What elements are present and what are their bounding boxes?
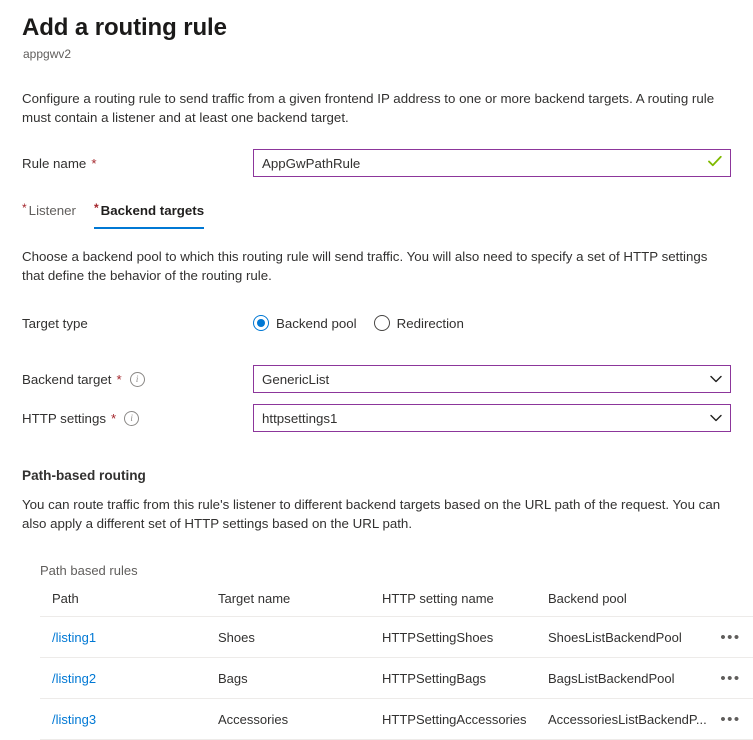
page-title: Add a routing rule — [22, 14, 227, 41]
cell-http-setting-name: HTTPSettingShoes — [382, 616, 548, 658]
http-settings-select-wrap: httpsettings1 — [253, 404, 731, 432]
cell-path: /listing2 — [40, 657, 218, 699]
target-type-radio-group: Backend pool Redirection — [253, 315, 464, 331]
radio-backend-pool-mark — [253, 315, 269, 331]
http-settings-label-text: HTTP settings — [22, 410, 106, 426]
rule-name-input[interactable] — [253, 149, 731, 177]
add-routing-rule-pane: Add a routing rule appgwv2 Configure a r… — [0, 0, 753, 697]
path-based-routing-heading: Path-based routing — [22, 468, 146, 483]
http-settings-row: HTTP settings * i httpsettings1 — [22, 402, 731, 434]
path-link[interactable]: /listing1 — [52, 630, 97, 645]
http-settings-label: HTTP settings * i — [22, 410, 253, 427]
rule-name-field-wrap — [253, 149, 731, 177]
column-header-actions — [708, 591, 753, 617]
backend-targets-description: Choose a backend pool to which this rout… — [22, 249, 708, 283]
more-options-icon[interactable]: ••• — [720, 670, 741, 687]
rule-name-row: Rule name * — [22, 147, 731, 179]
info-icon[interactable]: i — [129, 371, 145, 387]
table-row: /listing1 Shoes HTTPSettingShoes ShoesLi… — [40, 616, 753, 658]
tab-listener-label: Listener — [28, 203, 76, 218]
path-based-routing-description: You can route traffic from this rule's l… — [22, 497, 721, 531]
required-asterisk: * — [91, 156, 97, 172]
http-settings-value: httpsettings1 — [262, 410, 338, 426]
cell-actions: ••• — [708, 657, 753, 699]
tab-backend-targets[interactable]: * Backend targets — [93, 201, 205, 229]
required-asterisk: * — [116, 372, 122, 388]
cell-backend-pool: AccessoriesListBackendP... — [548, 698, 708, 740]
target-type-row: Target type Backend pool Redirection — [22, 307, 731, 339]
radio-backend-pool-label: Backend pool — [276, 315, 357, 331]
cell-target-name: Bags — [218, 657, 382, 699]
more-options-icon[interactable]: ••• — [720, 629, 741, 646]
cell-http-setting-name: HTTPSettingAccessories — [382, 698, 548, 740]
tab-backend-targets-label: Backend targets — [100, 203, 205, 218]
backend-target-label-text: Backend target — [22, 371, 112, 387]
more-options-icon[interactable]: ••• — [720, 711, 741, 728]
radio-redirection[interactable]: Redirection — [373, 315, 464, 331]
page-subtitle: appgwv2 — [23, 47, 72, 61]
required-asterisk: * — [111, 411, 117, 427]
path-based-rules-caption: Path based rules — [40, 563, 138, 578]
backend-target-select-wrap: GenericList — [253, 365, 731, 393]
radio-backend-pool[interactable]: Backend pool — [253, 315, 357, 331]
tab-listener[interactable]: * Listener — [22, 202, 76, 229]
column-header-target-name: Target name — [218, 591, 382, 617]
backend-target-row: Backend target * i GenericList — [22, 363, 731, 395]
tab-strip: * Listener * Backend targets — [22, 199, 731, 229]
info-icon[interactable]: i — [124, 410, 140, 426]
cell-actions: ••• — [708, 698, 753, 740]
cell-http-setting-name: HTTPSettingBags — [382, 657, 548, 699]
path-based-rules-table: Path Target name HTTP setting name Backe… — [40, 591, 753, 740]
backend-target-label: Backend target * i — [22, 371, 253, 388]
tab-backend-targets-asterisk: * — [93, 201, 99, 215]
radio-redirection-mark — [373, 315, 390, 331]
column-header-backend-pool: Backend pool — [548, 591, 708, 617]
path-link[interactable]: /listing2 — [52, 671, 97, 686]
table-header-row: Path Target name HTTP setting name Backe… — [40, 591, 753, 617]
cell-backend-pool: ShoesListBackendPool — [548, 616, 708, 658]
backend-target-value: GenericList — [262, 371, 330, 387]
column-header-path: Path — [40, 591, 218, 617]
radio-redirection-label: Redirection — [396, 315, 464, 331]
cell-path: /listing1 — [40, 616, 218, 658]
table-header: Path Target name HTTP setting name Backe… — [40, 591, 753, 617]
http-settings-select[interactable]: httpsettings1 — [253, 404, 731, 432]
tab-listener-asterisk: * — [22, 201, 27, 215]
target-type-label-text: Target type — [22, 315, 88, 331]
table-row: /listing2 Bags HTTPSettingBags BagsListB… — [40, 657, 753, 699]
path-based-rules-block: Path based rules Path Target name HTTP s… — [40, 562, 753, 740]
rule-name-label-text: Rule name — [22, 155, 87, 171]
cell-path: /listing3 — [40, 698, 218, 740]
cell-target-name: Shoes — [218, 616, 382, 658]
cell-actions: ••• — [708, 616, 753, 658]
cell-target-name: Accessories — [218, 698, 382, 740]
cell-backend-pool: BagsListBackendPool — [548, 657, 708, 699]
table-row: /listing3 Accessories HTTPSettingAccesso… — [40, 698, 753, 740]
intro-description: Configure a routing rule to send traffic… — [22, 91, 715, 125]
path-link[interactable]: /listing3 — [52, 712, 97, 727]
column-header-http-setting-name: HTTP setting name — [382, 591, 548, 617]
rule-name-label: Rule name * — [22, 156, 253, 171]
backend-target-select[interactable]: GenericList — [253, 365, 731, 393]
table-body: /listing1 Shoes HTTPSettingShoes ShoesLi… — [40, 616, 753, 740]
target-type-label: Target type — [22, 316, 253, 331]
